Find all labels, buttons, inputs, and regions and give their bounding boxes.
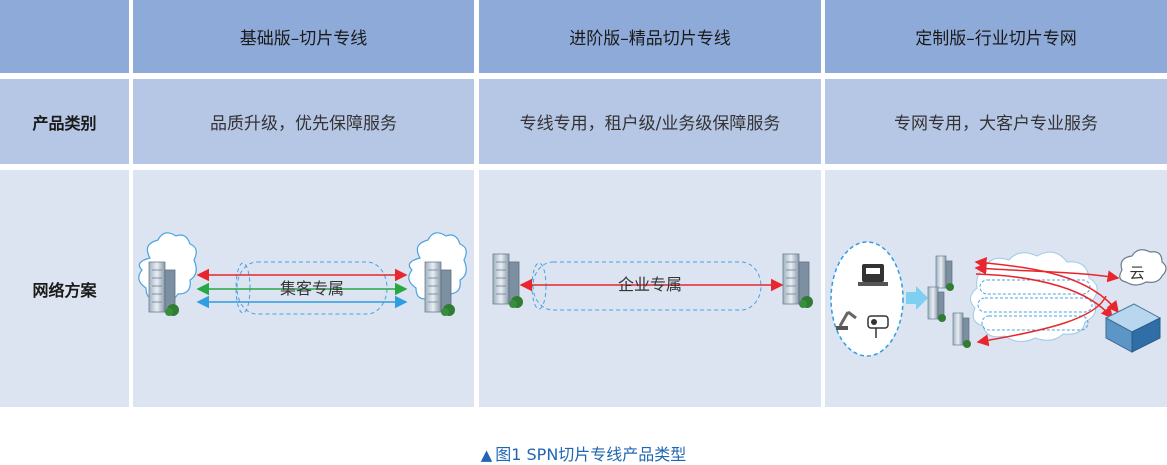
basic-diagram: 集客专属 [138,232,467,317]
building-icon [148,261,180,317]
building-icon [424,261,456,317]
header-advanced: 进阶版–精品切片专线 [479,0,821,73]
tunnel-label-advanced: 企业专属 [618,275,682,294]
red-arrow [975,273,1113,320]
category-custom: 专网专用，大客户专业服务 [825,79,1167,164]
category-advanced: 专线专用，租户级/业务级保障服务 [479,79,821,164]
building-icon [927,286,947,323]
building-icon [935,255,955,292]
cloud-label: 云 [1129,264,1144,282]
camera-icon [867,315,889,338]
device-group [830,241,904,357]
building-icon [492,253,524,309]
flow-arrow-icon [906,286,928,310]
red-arrow [976,295,1107,347]
caption-text: 图1 SPN切片专线产品类型 [495,445,687,464]
advanced-diagram: 企业专属 [492,253,814,311]
building-icon [782,253,814,309]
cloud-icon [970,251,1098,342]
cloud-service-icon [1119,249,1167,286]
machine-icon [858,264,888,286]
slice-shape [981,315,1089,331]
robot-arm-icon [836,310,857,330]
row-label-category: 产品类别 [0,79,129,164]
building-icon [952,312,972,349]
header-basic: 基础版–切片专线 [133,0,474,73]
header-custom: 定制版–行业切片专网 [825,0,1167,73]
triangle-marker-icon: ▲ [480,446,493,464]
row-label-solution: 网络方案 [0,170,129,407]
header-corner [0,0,129,73]
red-arrow [974,262,1120,283]
custom-diagram: 云 [830,241,1167,357]
figure-caption: ▲图1 SPN切片专线产品类型 [0,441,1167,465]
category-basic: 品质升级，优先保障服务 [133,79,474,164]
data-center-icon [1104,303,1162,353]
tunnel-label-basic: 集客专属 [280,279,344,298]
